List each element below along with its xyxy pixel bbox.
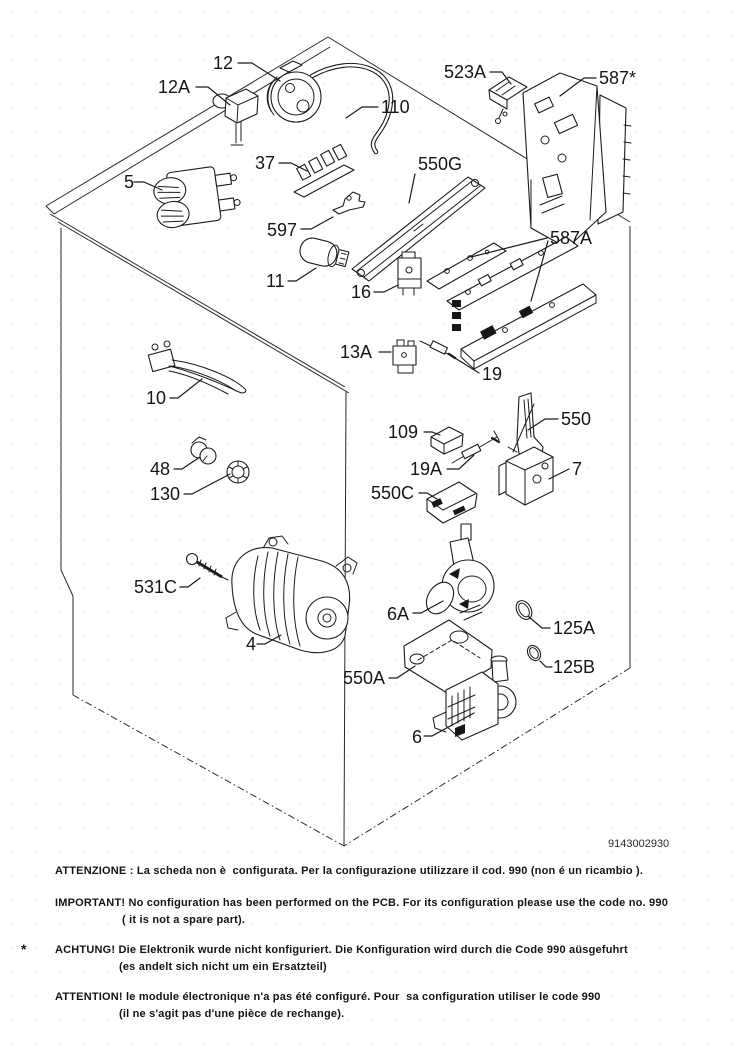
part-label-10: 10 <box>146 388 166 408</box>
part-550g-rail <box>351 176 486 282</box>
part-label-550a: 550A <box>343 668 385 688</box>
part-label-19: 19 <box>482 364 502 384</box>
part-label-4: 4 <box>246 634 256 654</box>
part-19a-pin <box>451 430 501 464</box>
part-label-6a: 6A <box>387 604 409 624</box>
part-16-switch <box>397 251 422 296</box>
part-125b-seal <box>526 644 542 662</box>
part-label-550c: 550C <box>371 483 414 503</box>
part-48-thermostat <box>190 436 217 465</box>
part-label-587a: 587A <box>550 228 592 248</box>
part-label-6: 6 <box>412 727 422 747</box>
part-19-pin <box>419 340 457 360</box>
part-7-body <box>498 446 554 506</box>
part-10-heater <box>147 340 247 395</box>
part-label-5: 5 <box>124 172 134 192</box>
part-130-wheel <box>226 460 250 484</box>
note-achtung-cont: (es andelt sich nicht um ein Ersatzteil) <box>119 961 327 973</box>
part-label-550: 550 <box>561 409 591 429</box>
part-12a-valve <box>212 88 259 146</box>
part-109-box <box>430 426 464 455</box>
part-12-pressure-switch <box>266 60 322 123</box>
drawing-number: 9143002930 <box>608 838 669 850</box>
part-11-capacitor <box>299 237 350 268</box>
note-attenzione: ATTENZIONE : La scheda non è configurata… <box>55 865 644 877</box>
part-6-drain-pump <box>432 655 517 741</box>
part-label-125a: 125A <box>553 618 595 638</box>
part-label-125b: 125B <box>553 657 595 677</box>
part-label-19a: 19A <box>410 459 442 479</box>
part-label-37: 37 <box>255 153 275 173</box>
part-587-module <box>522 72 632 249</box>
note-attention: ATTENTION! le module électronique n'a pa… <box>55 991 601 1003</box>
part-550a-cover <box>403 619 493 694</box>
part-110-hose <box>309 62 394 155</box>
part-531c-screw <box>185 552 229 581</box>
note-asterisk-marker: * <box>21 941 27 957</box>
part-label-13a: 13A <box>340 342 372 362</box>
part-550c-cover <box>426 481 478 524</box>
part-5-inlet-valve <box>153 166 241 229</box>
part-label-109: 109 <box>388 422 418 442</box>
part-number-labels: 12 12A 110 523A 587* 5 37 550G 597 587A … <box>124 53 669 850</box>
part-587a-boards <box>426 236 597 371</box>
part-label-16: 16 <box>351 282 371 302</box>
part-label-587: 587* <box>599 68 636 88</box>
note-attention-cont: (il ne s'agit pas d'une pièce de rechang… <box>119 1008 345 1020</box>
part-label-550g: 550G <box>418 154 462 174</box>
part-6a-housing <box>425 523 495 621</box>
part-label-523a: 523A <box>444 62 486 82</box>
part-13a-switch <box>392 339 417 374</box>
part-label-11: 11 <box>266 271 285 291</box>
part-125a-seal <box>515 600 533 620</box>
part-label-7: 7 <box>572 459 582 479</box>
exploded-parts-diagram: 12 12A 110 523A 587* 5 37 550G 597 587A … <box>45 36 669 850</box>
part-37-terminal-strip <box>293 143 355 198</box>
note-achtung: ACHTUNG! Die Elektronik wurde nicht konf… <box>55 944 628 956</box>
part-label-531c: 531C <box>134 577 177 597</box>
part-4-motor <box>225 535 358 654</box>
part-597-lever <box>332 191 366 215</box>
leader-lines <box>133 62 597 737</box>
part-label-48: 48 <box>150 459 170 479</box>
part-label-12a: 12A <box>158 77 190 97</box>
part-label-597: 597 <box>267 220 297 240</box>
part-label-12: 12 <box>213 53 233 73</box>
part-label-130: 130 <box>150 484 180 504</box>
part-523a-connector <box>488 76 528 124</box>
part-label-110: 110 <box>381 97 410 117</box>
note-important-cont: ( it is not a spare part). <box>122 914 246 926</box>
note-important: IMPORTANT! No configuration has been per… <box>55 897 669 909</box>
